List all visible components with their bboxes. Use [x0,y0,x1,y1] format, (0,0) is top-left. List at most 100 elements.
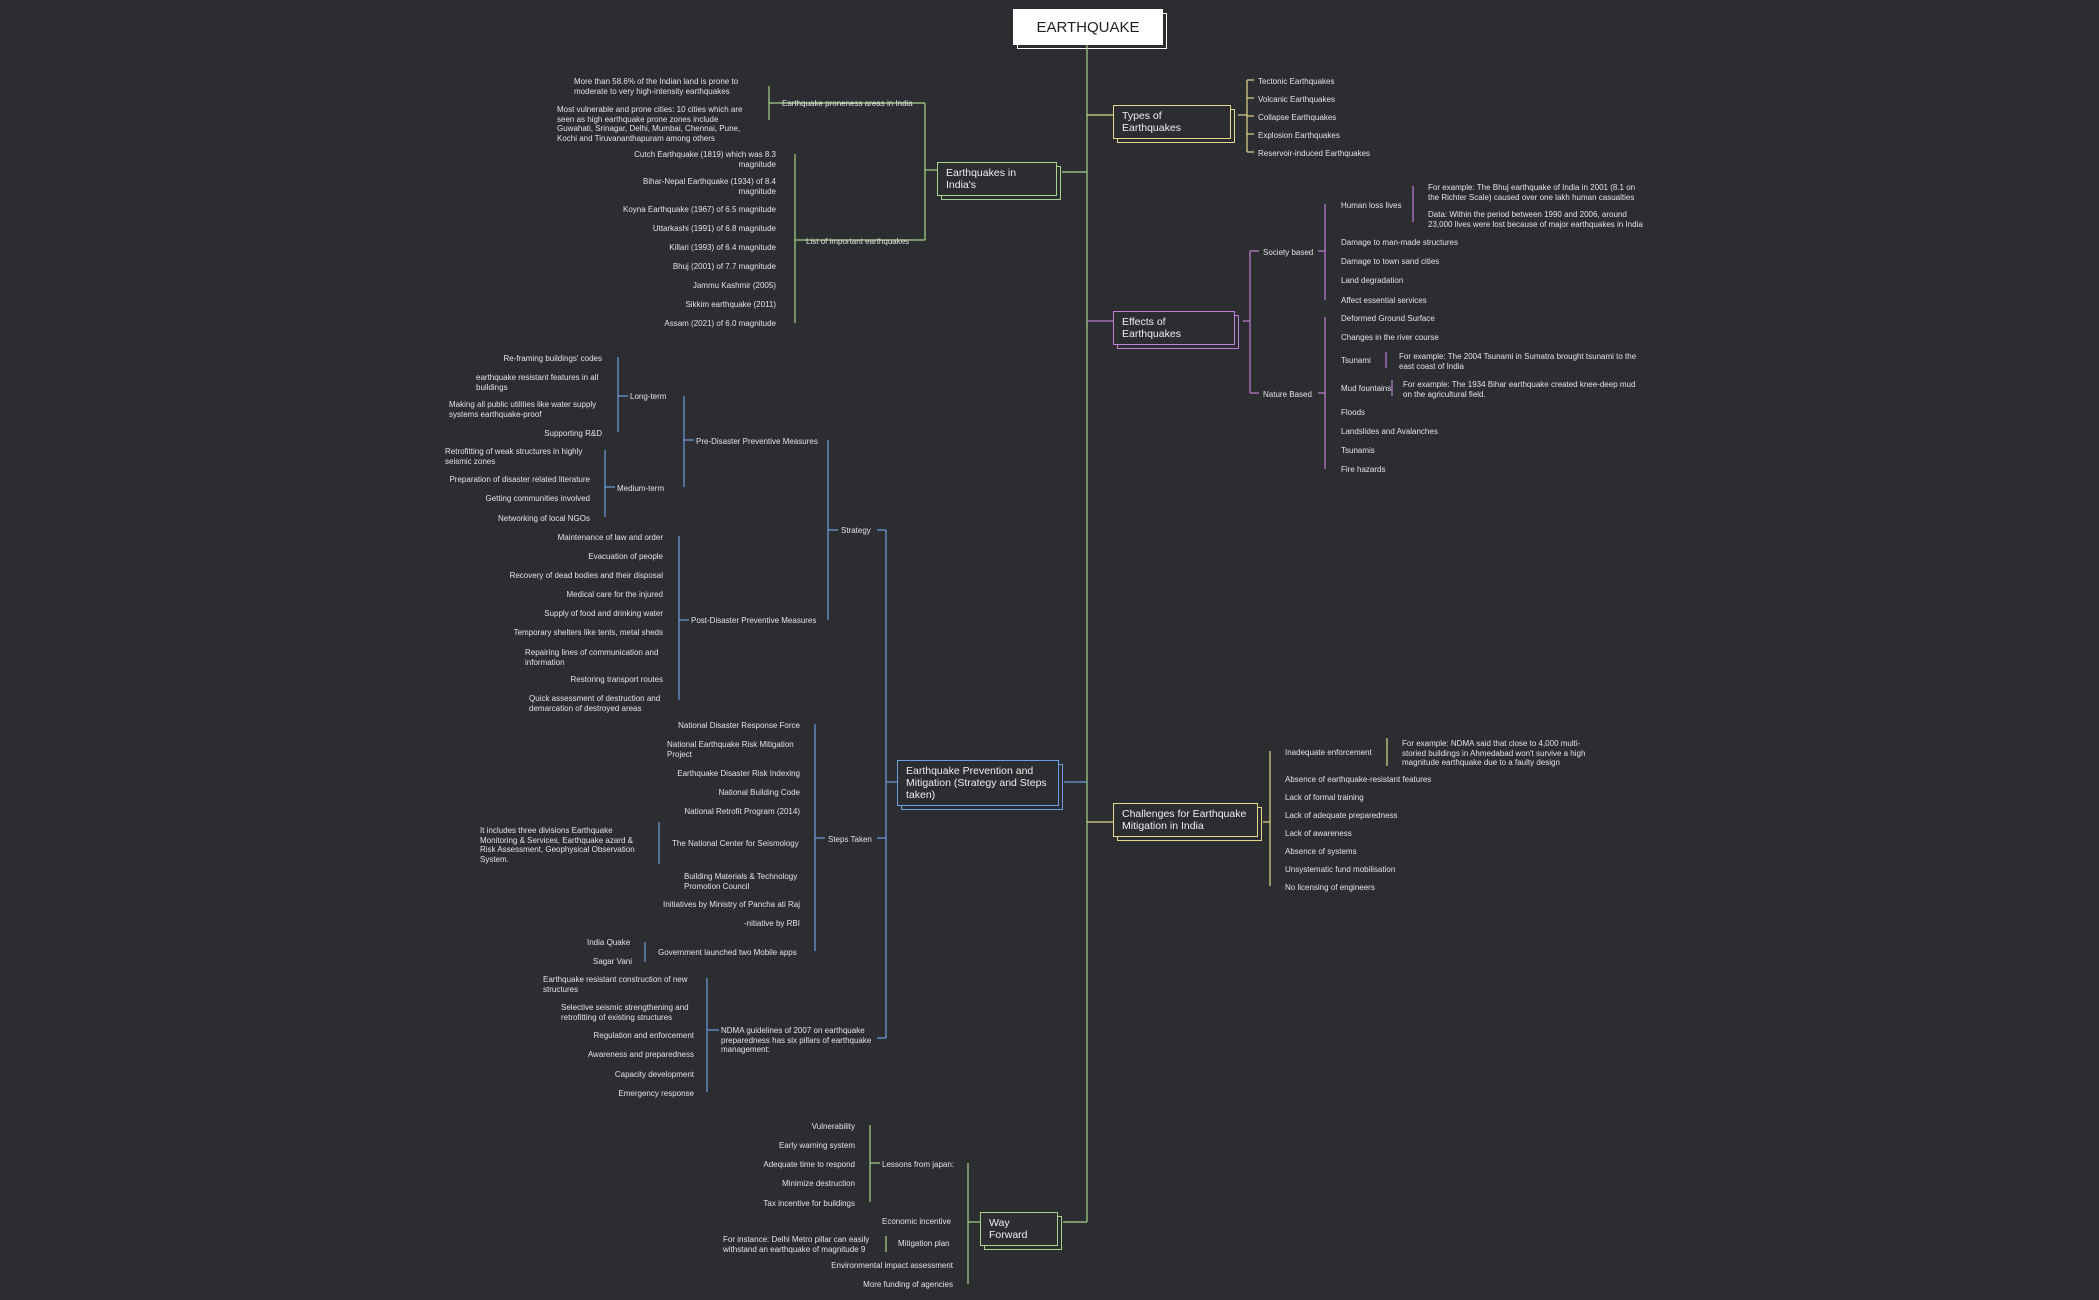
way-mitigation-plan: Mitigation plan [898,1239,950,1248]
post-disaster-item: Maintenance of law and order [557,533,663,542]
effects-society-item: Land degradation [1341,276,1404,285]
effects-mud-fountains: Mud fountains [1341,384,1392,393]
effects-society-item: Affect essential services [1341,296,1427,305]
prevention-medium-term: Medium-term [617,484,665,493]
effects-society-label: Society based [1263,248,1314,257]
india-list-item: Koyna Earthquake (1967) of 6.5 magnitude [623,205,776,214]
india-list-item: Uttarkashi (1991) of 6.8 magnitude [652,224,776,233]
steps-seismology-detail: It includes three divisions Earthquake M… [480,826,635,864]
branch-types-of-earthquakes[interactable]: Types of Earthquakes [1113,105,1235,143]
challenge-item: Absence of earthquake-resistant features [1285,775,1432,784]
prevention-pre-disaster: Pre-Disaster Preventive Measures [696,437,818,446]
steps-item: National Earthquake Risk Mitigation Proj… [667,740,794,759]
long-term-item: Re-framing buildings' codes [503,354,602,363]
steps-item: -nitiative by RBI [743,919,800,928]
way-item: More funding of agencies [863,1280,953,1289]
medium-term-item: Retrofitting of weak structures in highl… [445,447,583,466]
ndma-guidelines: NDMA guidelines of 2007 on earthquake pr… [721,1026,872,1054]
effects-tsunami: Tsunami [1341,356,1371,365]
way-lessons-from-japan: Lessons from japan: [882,1160,955,1169]
effects-nature-item: Tsunamis [1341,446,1375,455]
type-item: Tectonic Earthquakes [1258,77,1335,86]
branch-effects-of-earthquakes[interactable]: Effects of Earthquakes [1113,311,1239,349]
lesson-item: Vulnerability [811,1122,855,1131]
effects-human-data: Data: Within the period between 1990 and… [1428,210,1643,229]
effects-society-item: Damage to town sand cities [1341,257,1440,266]
branch-earthquakes-in-india[interactable]: Earthquakes in India's [937,162,1061,200]
steps-item: Earthquake Disaster Risk Indexing [677,769,800,778]
effects-human-loss: Human loss lives [1341,201,1402,210]
effects-society-item: Damage to man-made structures [1341,238,1458,247]
challenge-item: Lack of awareness [1285,829,1352,838]
prevention-long-term: Long-term [630,392,667,401]
type-item: Explosion Earthquakes [1258,131,1340,140]
post-disaster-item: Repairing lines of communication and inf… [525,648,659,667]
challenge-item: Unsystematic fund mobilisation [1285,865,1396,874]
effects-nature-item: Deformed Ground Surface [1341,314,1435,323]
long-term-item: Making all public utilities like water s… [449,400,597,419]
post-disaster-item: Quick assessment of destruction and dema… [529,694,661,713]
challenge-item: Absence of systems [1285,847,1357,856]
effects-nature-label: Nature Based [1263,390,1312,399]
lesson-item: Minimize destruction [782,1179,855,1188]
india-proneness-label: Earthquake proneness areas in India [782,99,913,108]
ndma-pillar: Regulation and enforcement [593,1031,694,1040]
post-disaster-item: Restoring transport routes [570,675,664,684]
lesson-item: Early warning system [778,1141,855,1150]
steps-seismology-center: The National Center for Seismology [672,839,799,848]
way-economic-incentive: Economic incentive [882,1217,951,1226]
steps-item: Building Materials & Technology Promotio… [684,872,798,891]
branch-prevention-mitigation[interactable]: Earthquake Prevention and Mitigation (St… [897,760,1063,810]
post-disaster-item: Temporary shelters like tents, metal she… [513,628,663,637]
steps-item: National Building Code [718,788,800,797]
long-term-item: Supporting R&D [544,429,602,438]
challenge-inadequate-example: For example: NDMA said that close to 4,0… [1402,739,1586,767]
post-disaster-item: Recovery of dead bodies and their dispos… [509,571,663,580]
type-item: Volcanic Earthquakes [1258,95,1335,104]
way-mitigation-example: For instance: Delhi Metro pillar can eas… [723,1235,870,1254]
medium-term-item: Networking of local NGOs [497,514,590,523]
branch-challenges[interactable]: Challenges for Earthquake Mitigation in … [1113,803,1262,841]
india-list-item: Jammu Kashmir (2005) [692,281,776,290]
effects-tsunami-example: For example: The 2004 Tsunami in Sumatra… [1399,352,1637,371]
ndma-pillar: Selective seismic strengthening and retr… [561,1003,689,1022]
effects-nature-item: Fire hazards [1341,465,1386,474]
india-list-item: Bhuj (2001) of 7.7 magnitude [672,262,776,271]
ndma-pillar: Emergency response [618,1089,694,1098]
prevention-strategy-label: Strategy [841,526,871,535]
india-proneness-item: More than 58.6% of the Indian land is pr… [574,77,739,96]
india-proneness-item: Most vulnerable and prone cities: 10 cit… [557,105,743,143]
effects-mud-example: For example: The 1934 Bihar earthquake c… [1403,380,1636,399]
prevention-steps-taken: Steps Taken [828,835,872,844]
challenge-item: No licensing of engineers [1285,883,1375,892]
india-list-label: List of important earthquakes [806,237,910,246]
prevention-post-disaster: Post-Disaster Preventive Measures [691,616,817,625]
effects-human-example: For example: The Bhuj earthquake of Indi… [1428,183,1636,202]
app-item: Sagar Vani [593,957,632,966]
effects-nature-item: Changes in the river course [1341,333,1439,342]
steps-item: Initiatives by Ministry of Pancha ati Ra… [663,900,800,909]
india-list-item: Cutch Earthquake (1819) which was 8.3 ma… [634,150,776,169]
steps-item: National Disaster Response Force [678,721,800,730]
root-topic[interactable]: EARTHQUAKE [1013,9,1167,49]
post-disaster-item: Evacuation of people [588,552,663,561]
medium-term-item: Getting communities involved [485,494,591,503]
app-item: India Quake [587,938,631,947]
branch-way-forward[interactable]: Way Forward [980,1212,1062,1250]
steps-item: National Retrofit Program (2014) [684,807,800,816]
type-item: Collapse Earthquakes [1258,113,1337,122]
challenge-item: Lack of formal training [1285,793,1364,802]
india-list-item: Killari (1993) of 6.4 magnitude [669,243,776,252]
india-list-item: Assam (2021) of 6.0 magnitude [664,319,776,328]
india-list-item: Bihar-Nepal Earthquake (1934) of 8.4 mag… [643,177,776,196]
type-item: Reservoir-induced Earthquakes [1258,149,1371,158]
challenge-inadequate-enforcement: Inadequate enforcement [1285,748,1372,757]
way-item: Environmental impact assessment [831,1261,953,1270]
post-disaster-item: Medical care for the injured [566,590,664,599]
lesson-item: Adequate time to respond [763,1160,855,1169]
ndma-pillar: Earthquake resistant construction of new… [543,975,688,994]
effects-nature-item: Landslides and Avalanches [1341,427,1438,436]
long-term-item: earthquake resistant features in all bui… [476,373,599,392]
ndma-pillar: Awareness and preparedness [587,1050,694,1059]
